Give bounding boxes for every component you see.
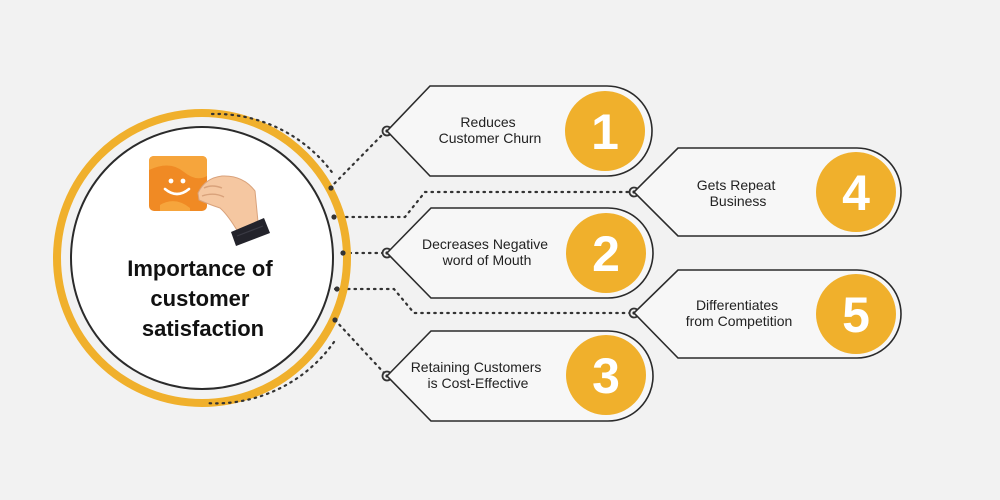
center-circle [53,109,351,407]
number-badge-3 [566,335,646,415]
item-label-3: Retaining Customers is Cost-Effective [411,359,546,391]
item-label-1: Reduces Customer Churn [439,114,542,146]
number-5: 5 [842,287,870,343]
number-2: 2 [592,226,620,282]
number-3: 3 [592,348,620,404]
title-line-3: satisfaction [142,316,264,341]
number-badge-4 [816,152,896,232]
outer-ring [53,109,351,407]
smiley-card-hand-icon [149,156,270,246]
inner-ring [70,126,334,390]
diagram-title: Importance of customer satisfaction [127,256,279,341]
number-4: 4 [842,165,870,221]
item-label-4: Gets Repeat Business [697,177,780,209]
item-card-3: 3 Retaining Customers is Cost-Effective [385,330,654,422]
item-card-1: 1 Reduces Customer Churn [385,85,653,177]
connector-4 [331,190,636,219]
ring-dots-bottom [203,340,336,405]
ring-dots-top [210,112,336,177]
number-badge-2 [566,213,646,293]
item-label-2: Decreases Negative word of Mouth [422,236,552,268]
number-badge-1 [565,91,645,171]
title-line-2: customer [150,286,249,311]
number-badge-5 [816,274,896,354]
title-line-1: Importance of [127,256,273,281]
item-card-4: 4 Gets Repeat Business [632,147,902,237]
item-label-5: Differentiates from Competition [686,297,793,329]
item-card-5: 5 Differentiates from Competition [632,269,902,359]
connector-3 [333,318,388,377]
item-card-2: 2 Decreases Negative word of Mouth [385,207,654,299]
connector-1 [328,129,388,190]
number-1: 1 [591,104,619,160]
